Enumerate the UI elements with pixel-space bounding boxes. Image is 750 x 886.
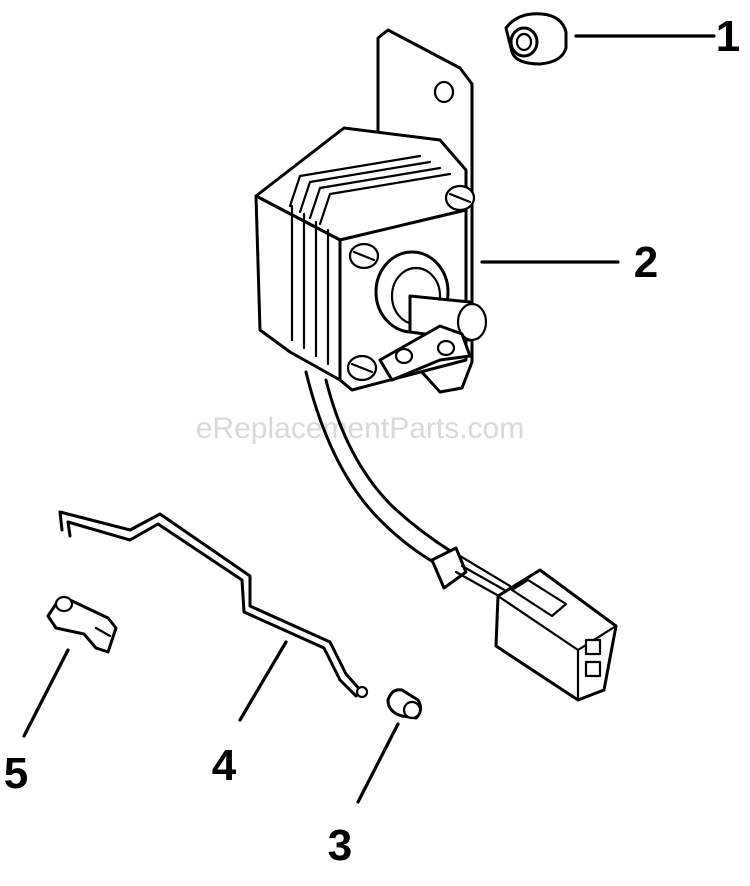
- leader-line-4: [238, 640, 288, 722]
- leader-line-3: [356, 722, 400, 804]
- callout-5: 5: [4, 749, 28, 798]
- link-rod-part: [58, 510, 369, 699]
- clip-part: [46, 595, 118, 654]
- callout-1: 1: [716, 12, 740, 61]
- callout-2: 2: [634, 238, 658, 287]
- spacer-part: [504, 12, 568, 66]
- pin-part: [386, 688, 423, 720]
- leader-line-5: [22, 648, 70, 738]
- watermark-text: eReplacementParts.com: [196, 412, 524, 445]
- solenoid-part: [254, 28, 618, 702]
- callout-3: 3: [328, 821, 352, 870]
- callout-4: 4: [212, 741, 237, 790]
